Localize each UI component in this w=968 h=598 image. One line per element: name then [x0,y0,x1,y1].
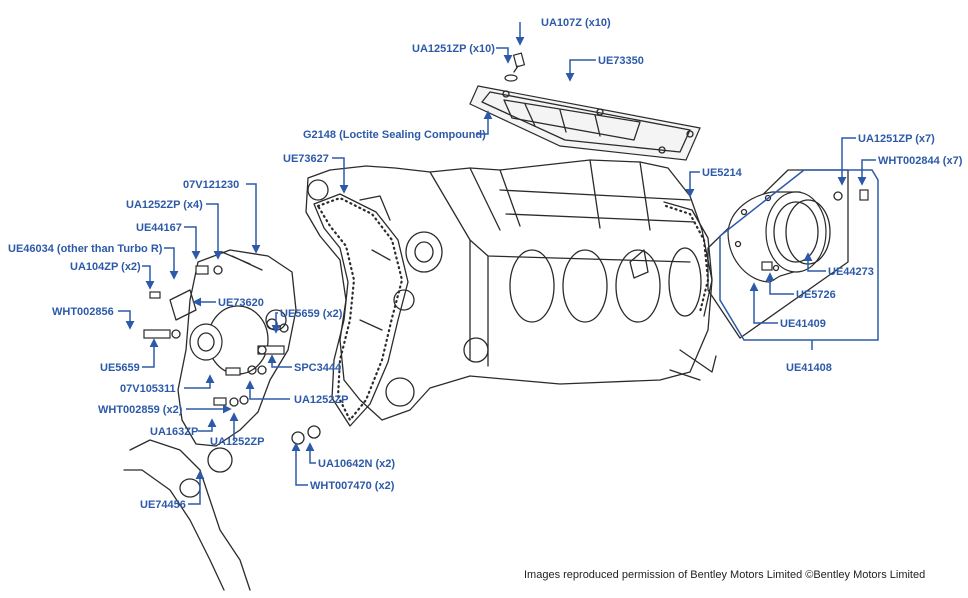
label-wht002856: WHT002856 [52,306,114,318]
label-ua107z: UA107Z (x10) [541,17,611,29]
timing-cover-drawing [123,249,297,591]
label-ua10642n: UA10642N (x2) [318,458,395,470]
label-ue5726: UE5726 [796,289,836,301]
label-ua1251zp-x10: UA1251ZP (x10) [412,43,495,55]
label-ua163zp: UA163ZP [150,426,198,438]
part-labels: UA107Z (x10) UA1251ZP (x10) UE73350 G214… [8,17,963,511]
rear-seal-housing-drawing [707,169,849,339]
label-ue44273: UE44273 [828,266,874,278]
label-ua1251zp-x7: UA1251ZP (x7) [858,133,935,145]
front-cover-gasket-drawing [313,193,409,427]
label-wht007470: WHT007470 (x2) [310,480,395,492]
label-ue41409: UE41409 [780,318,826,330]
bolt-washer-top-drawing [504,52,526,82]
label-ua104zp: UA104ZP (x2) [70,261,141,273]
label-07v121230: 07V121230 [183,179,239,191]
label-ue41408: UE41408 [786,362,832,374]
sump-plate-drawing [469,85,701,161]
label-07v105311: 07V105311 [120,383,176,395]
label-ue5659: UE5659 [100,362,140,374]
label-ua1252zp-b: UA1252ZP [210,436,264,448]
label-ue5214: UE5214 [702,167,743,179]
engine-block-drawing [305,159,717,421]
leader-lines [118,22,879,505]
label-ue73350: UE73350 [598,55,644,67]
label-ue5659-x2: UE5659 (x2) [280,308,343,320]
label-ue73627: UE73627 [283,153,329,165]
label-ue73620: UE73620 [218,297,264,309]
copyright-credit: Images reproduced permission of Bentley … [524,569,926,581]
label-ua1252zp-x4: UA1252ZP (x4) [126,199,203,211]
label-ue46034: UE46034 (other than Turbo R) [8,243,163,255]
label-ue74456: UE74456 [140,499,186,511]
label-ua1252zp-a: UA1252ZP [294,394,348,406]
label-ue44167: UE44167 [136,222,182,234]
fasteners-drawing [143,189,869,445]
label-wht002859: WHT002859 (x2) [98,404,183,416]
label-g2148: G2148 (Loctite Sealing Compound) [303,129,486,141]
label-wht002844: WHT002844 (x7) [878,155,963,167]
label-spc3444: SPC3444 [294,362,342,374]
